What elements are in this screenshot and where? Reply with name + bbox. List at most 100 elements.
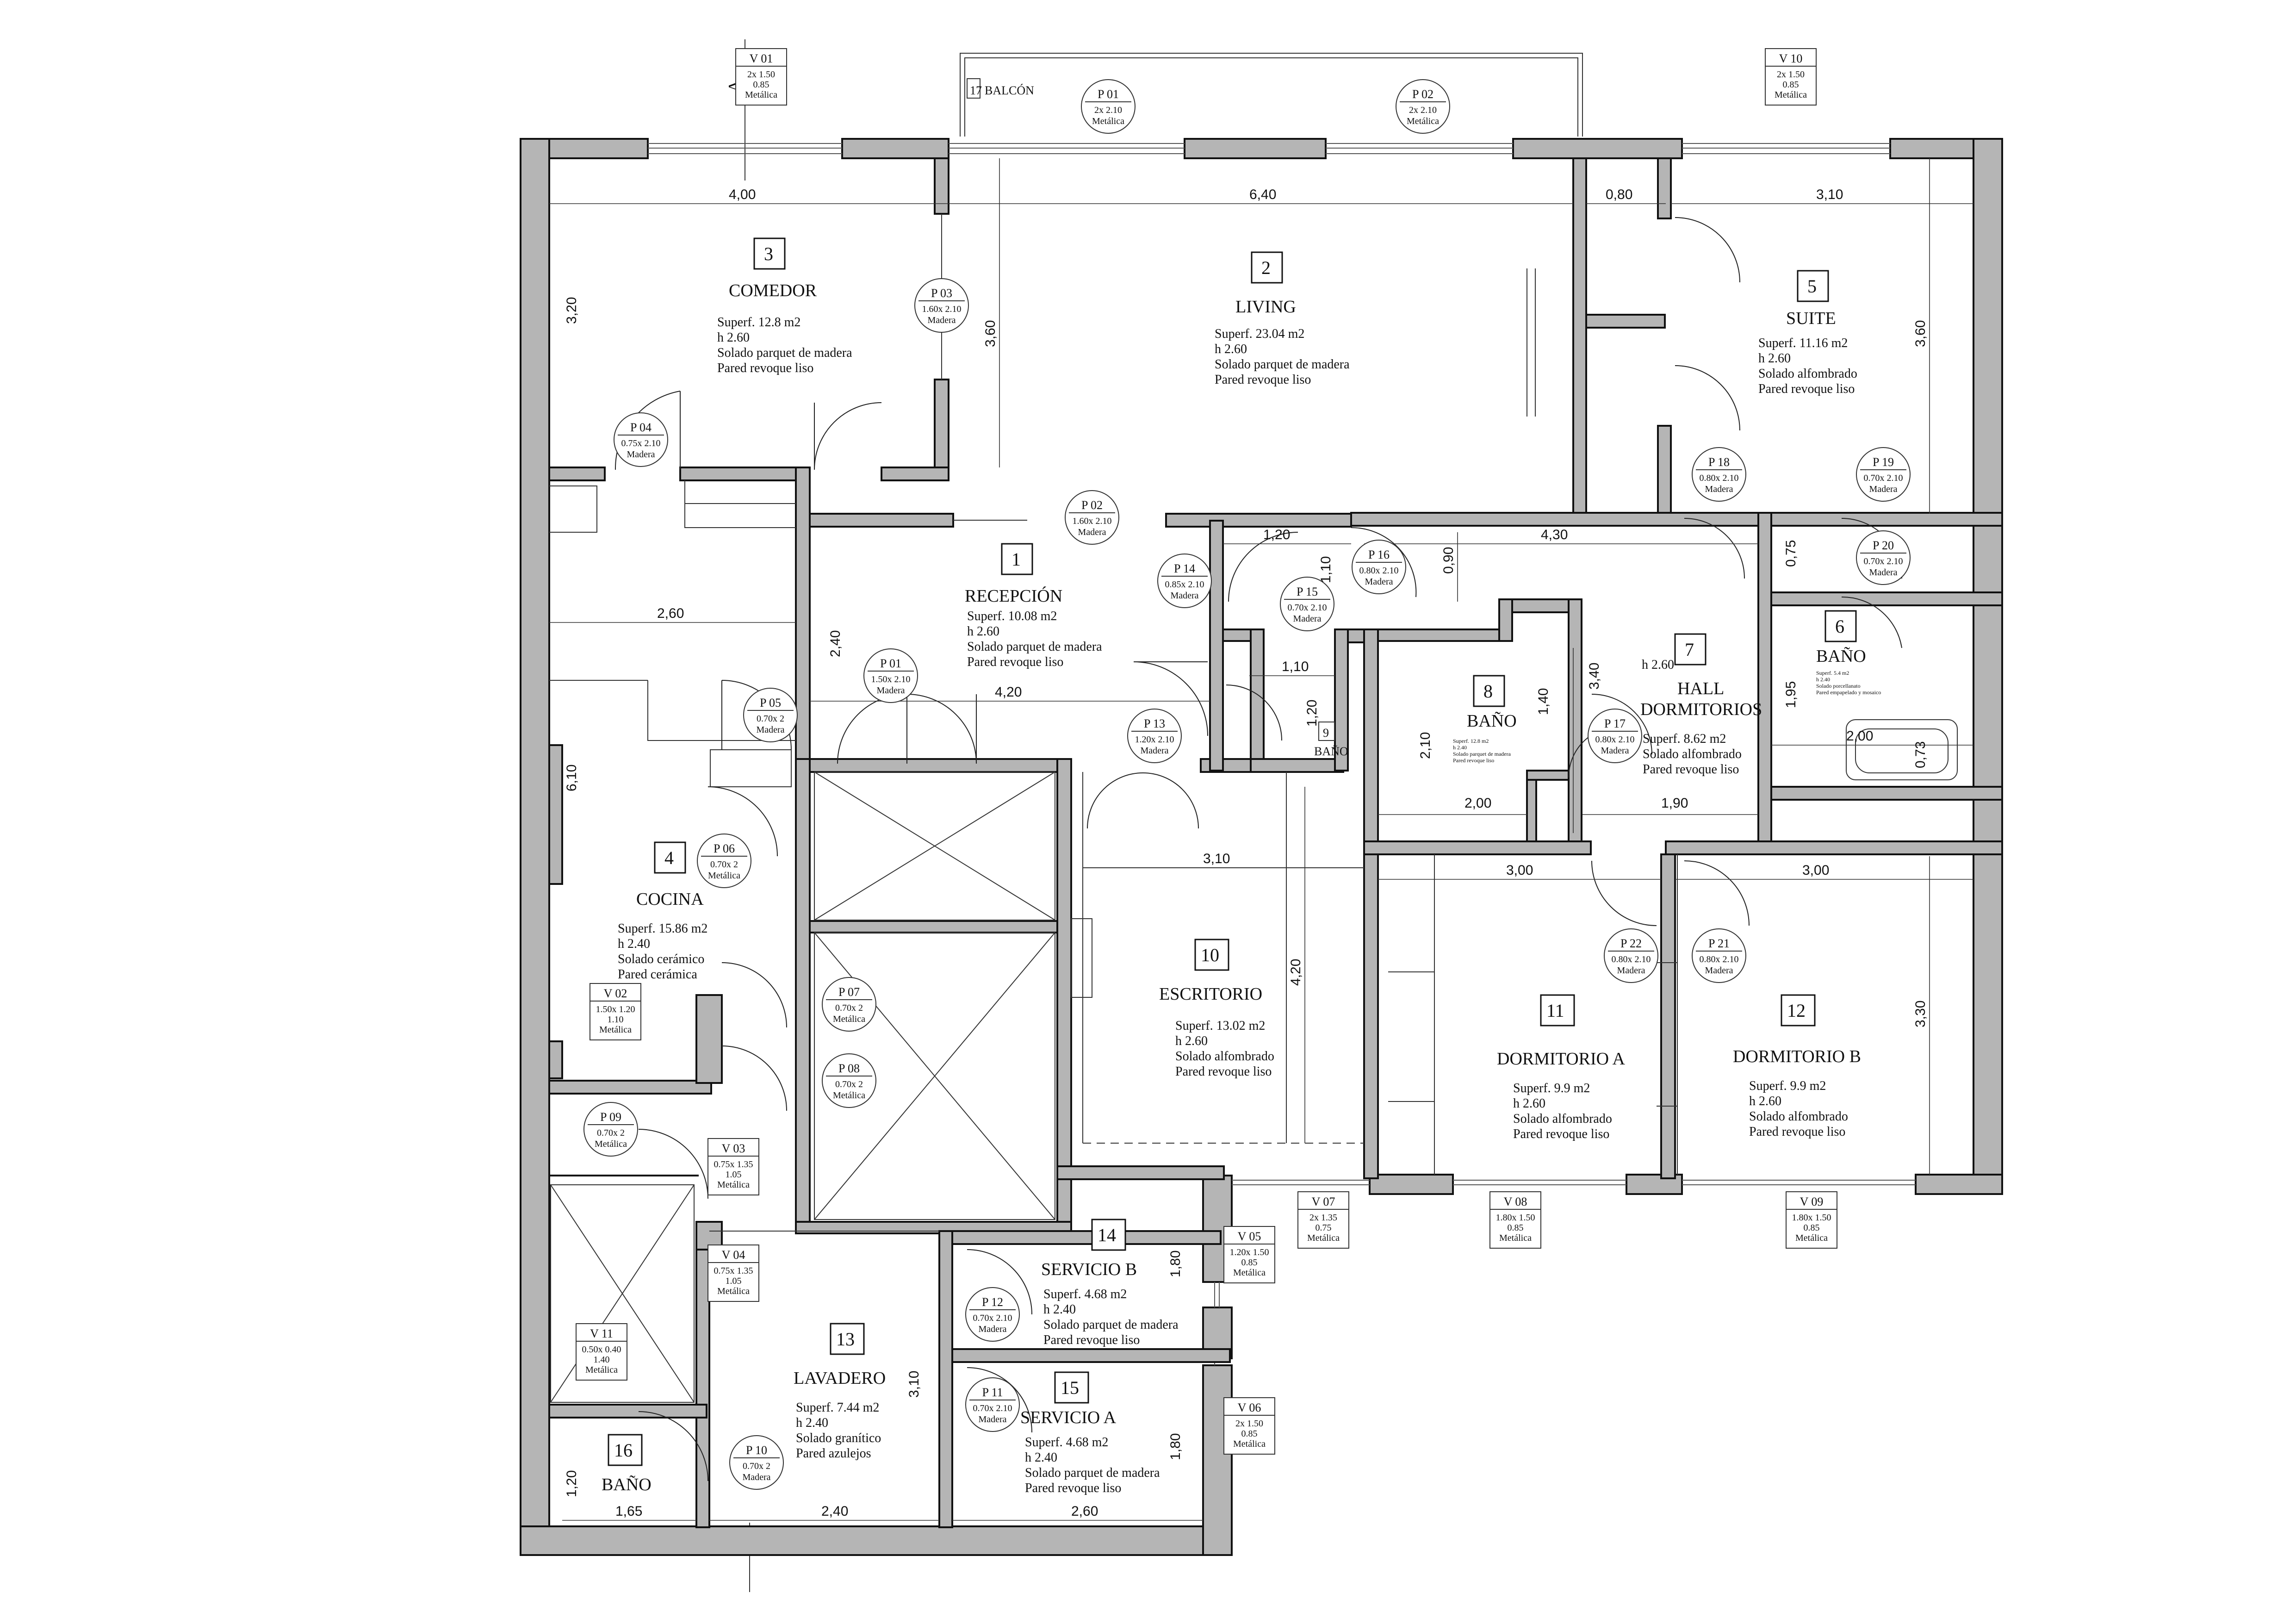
window-tag-material: Metálica bbox=[585, 1365, 618, 1375]
door-tag-circle bbox=[1157, 554, 1212, 608]
dim-label: 4,20 bbox=[1288, 959, 1303, 986]
window-tag-box bbox=[590, 983, 641, 1040]
door-tag-circle bbox=[1588, 709, 1642, 763]
dim-label: 1,20 bbox=[1304, 700, 1320, 727]
door-tag-circle bbox=[965, 1287, 1020, 1342]
door-tag-id: P 09 bbox=[600, 1110, 621, 1124]
door-tag-size: 0.70x 2.10 bbox=[1288, 603, 1327, 613]
room-bano-6: 6 BAÑO Superf. 5.4 m2 h 2.40 Solado porc… bbox=[1816, 610, 1881, 696]
door-tag-material: Madera bbox=[1365, 577, 1393, 587]
door-tag-size: 0.70x 2.10 bbox=[1864, 473, 1903, 483]
window-tag-material: Metálica bbox=[1795, 1233, 1828, 1243]
room-escritorio: 10 ESCRITORIO Superf. 13.02 m2 h 2.60 So… bbox=[1159, 939, 1274, 1079]
room-number: 2 bbox=[1261, 257, 1271, 278]
door-tag-size: 0.70x 2 bbox=[743, 1461, 770, 1471]
dim-label: 3,10 bbox=[906, 1371, 922, 1398]
window-tag-id: V 10 bbox=[1779, 52, 1803, 65]
dim-label: 1,90 bbox=[1661, 796, 1688, 811]
door-tag-size: 0.70x 2 bbox=[710, 859, 738, 870]
room-info: Pared revoque liso bbox=[1215, 373, 1311, 387]
room-info: h 2.60 bbox=[1749, 1094, 1781, 1108]
window-tag-id: V 04 bbox=[722, 1248, 745, 1262]
door-tag-material: Metálica bbox=[833, 1014, 865, 1024]
door-tag-material: Madera bbox=[978, 1414, 1006, 1425]
door-tag-material: Madera bbox=[1601, 746, 1629, 756]
room-info: Pared revoque liso bbox=[1043, 1333, 1140, 1347]
room-info: Pared revoque liso bbox=[1749, 1125, 1845, 1139]
door-tag-size: 0.80x 2.10 bbox=[1700, 473, 1739, 483]
room-name: ESCRITORIO bbox=[1159, 984, 1262, 1004]
window-tag-id: V 01 bbox=[750, 52, 773, 65]
room-info: Superf. 10.08 m2 bbox=[967, 609, 1057, 623]
door-tag-circle bbox=[822, 977, 876, 1032]
room-info: h 2.60 bbox=[1758, 351, 1791, 366]
dimension-labels: 4,00 6,40 0,80 3,10 3,20 3,60 3,60 2,60 … bbox=[564, 187, 1928, 1519]
door-tag-size: 0.85x 2.10 bbox=[1165, 579, 1204, 590]
room-name: BAÑO bbox=[602, 1475, 652, 1494]
window-tag-box bbox=[1223, 1397, 1275, 1455]
room-info: Pared empapelado y mosaico bbox=[1816, 689, 1881, 696]
room-name: RECEPCIÓN bbox=[965, 586, 1062, 606]
room-number: 10 bbox=[1201, 945, 1219, 965]
door-tag-circle bbox=[1856, 447, 1911, 502]
door-tag-id: P 05 bbox=[760, 696, 781, 709]
room-servicio-a: 15 SERVICIO A Superf. 4.68 m2 h 2.40 Sol… bbox=[1020, 1371, 1160, 1495]
door-tag-circle bbox=[614, 412, 668, 467]
room-name: BAÑO bbox=[1816, 647, 1866, 666]
dim-label: 3,00 bbox=[1802, 863, 1829, 878]
room-info: Solado granítico bbox=[796, 1431, 881, 1445]
room-info: Solado parquet de madera bbox=[967, 640, 1102, 654]
dim-label: 3,10 bbox=[1816, 187, 1843, 202]
window-tag-size: 2x 1.50 bbox=[1235, 1419, 1263, 1429]
room-info: Superf. 15.86 m2 bbox=[618, 921, 707, 936]
room-info: h 2.40 bbox=[1025, 1450, 1057, 1465]
window-tag-size: 1.50x 1.20 bbox=[596, 1004, 635, 1014]
door-tag-id: P 01 bbox=[1098, 87, 1119, 101]
door-tag-id: P 06 bbox=[714, 842, 735, 855]
room-info: Solado parquet de madera bbox=[1215, 357, 1350, 372]
window-tag-material: Metálica bbox=[1307, 1233, 1340, 1243]
dim-label: 2,00 bbox=[1846, 728, 1873, 744]
door-tag-material: Madera bbox=[1293, 614, 1321, 624]
door-tag-size: 0.70x 2 bbox=[835, 1079, 863, 1089]
door-tag-size: 0.70x 2.10 bbox=[973, 1403, 1012, 1413]
window-tag-material: Metálica bbox=[1499, 1233, 1532, 1243]
room-info: Solado cerámico bbox=[618, 952, 704, 966]
window-tag-box bbox=[1786, 1191, 1837, 1249]
room-number: 1 bbox=[1011, 549, 1021, 570]
room-info: h 2.40 bbox=[796, 1416, 828, 1430]
room-comedor: 3 COMEDOR Superf. 12.8 m2 h 2.60 Solado … bbox=[717, 237, 852, 375]
room-info: Superf. 8.62 m2 bbox=[1643, 732, 1726, 746]
window-tag-sill: 1.10 bbox=[608, 1014, 624, 1025]
dim-label: 2,60 bbox=[1071, 1504, 1098, 1519]
window-tag-size: 1.80x 1.50 bbox=[1792, 1213, 1831, 1223]
room-info: Pared revoque liso bbox=[1643, 762, 1739, 777]
room-info: Solado alfombrado bbox=[1175, 1049, 1274, 1064]
window-tag-material: Metálica bbox=[745, 90, 777, 100]
room-info: h 2.60 bbox=[717, 330, 750, 345]
door-tag-id: P 16 bbox=[1368, 548, 1390, 561]
dim-label: 3,30 bbox=[1913, 1001, 1928, 1027]
door-tag-circle bbox=[1856, 530, 1911, 585]
window-tag-id: V 03 bbox=[722, 1142, 745, 1155]
window-tag-id: V 05 bbox=[1238, 1230, 1261, 1243]
door-tag-circle bbox=[822, 1053, 876, 1108]
window-tag-size: 1.20x 1.50 bbox=[1230, 1247, 1269, 1257]
window-tag-id: V 08 bbox=[1504, 1195, 1527, 1208]
